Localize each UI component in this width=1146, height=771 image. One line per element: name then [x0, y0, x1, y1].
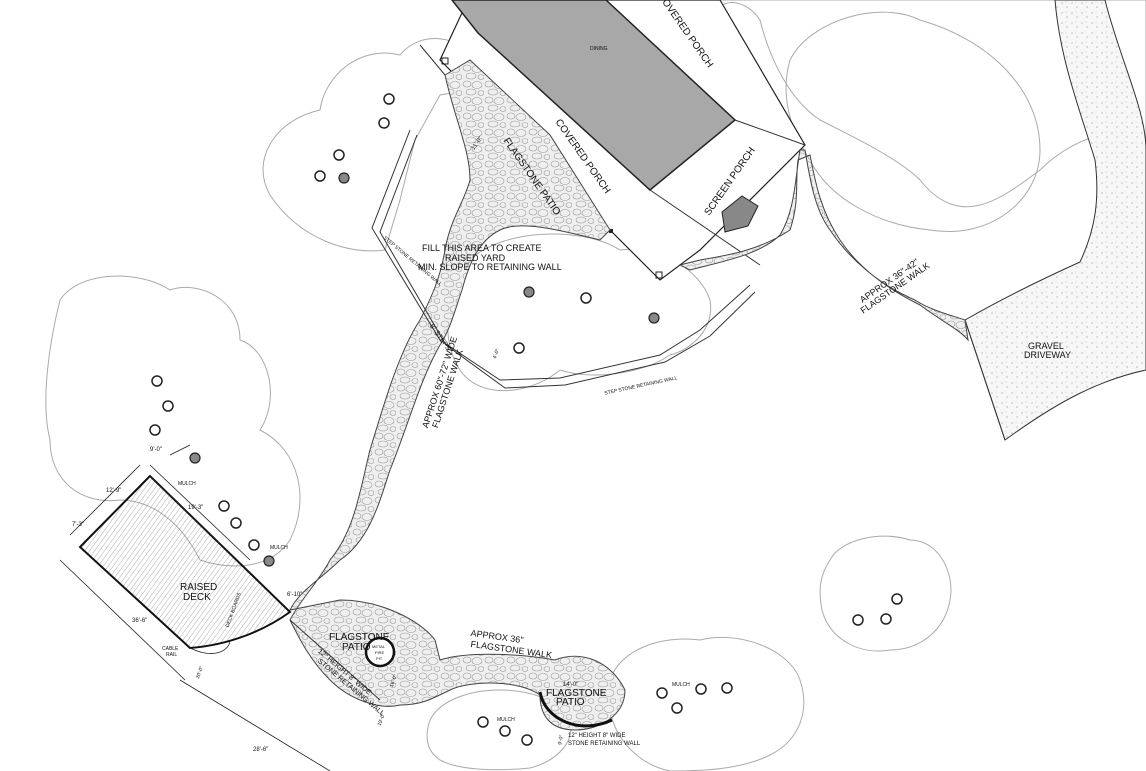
label-dim-6-10: 6'-10": [287, 592, 302, 598]
label-fire-pit-3: PIT: [376, 656, 383, 661]
label-fill-note-3: MIN. SLOPE TO RETAINING WALL: [418, 262, 562, 272]
label-flagstone-patio-mid-2: PATIO: [342, 642, 371, 653]
label-flagstone-patio-small-2: PATIO: [556, 697, 585, 708]
label-fill-note-2: RAISED YARD: [445, 253, 506, 263]
label-cable-rail-2: RAIL: [166, 652, 177, 658]
label-dim-28-6: 28'-6": [253, 747, 268, 753]
label-wall-right-2: STONE RETAINING WALL: [568, 741, 641, 747]
label-cable-rail-1: CABLE: [162, 646, 179, 652]
label-mulch-1: MULCH: [178, 481, 196, 487]
label-step-stone-wall-right: STEP STONE RETAINING WALL: [604, 375, 678, 396]
label-wall-right-1: 12" HEIGHT 8" WIDE: [568, 733, 626, 739]
gravel-driveway: [964, 0, 1146, 441]
flagstone-paving: [289, 59, 969, 731]
label-gravel-2: DRIVEWAY: [1024, 350, 1071, 360]
label-gravel-1: GRAVEL: [1028, 341, 1064, 351]
label-raised-deck-2: DECK: [183, 592, 211, 603]
label-dim-4-0: 4'-0": [492, 348, 501, 360]
label-raised-deck-1: RAISED: [180, 582, 217, 593]
retaining-walls: [289, 44, 756, 728]
label-fire-pit-2: FIRE: [375, 650, 384, 655]
label-flagstone-patio-small-1: FLAGSTONE: [546, 688, 607, 699]
label-dim-20-0: 20'-0": [195, 665, 205, 679]
fire-pit: [364, 636, 396, 668]
dining-room: [451, 0, 737, 191]
label-dim-19-0: 19'-0": [377, 712, 387, 726]
label-fill-note-1: FILL THIS AREA TO CREATE: [422, 243, 542, 253]
label-flagstone-patio-mid-1: FLAGSTONE: [329, 632, 390, 643]
label-dim-12-9: 12'-9": [106, 488, 121, 494]
label-dining: DINING: [590, 46, 608, 52]
raised-deck: [59, 444, 331, 771]
label-mulch-4: MULCH: [497, 717, 515, 723]
shrubs: [149, 93, 903, 746]
label-mulch-2: MULCH: [270, 545, 288, 551]
label-dim-14-0: 14'-0": [563, 682, 578, 688]
tree-canopies: [45, 0, 1146, 771]
label-fire-pit-1: METAL: [372, 644, 386, 649]
label-dim-16-0: 16'-0": [389, 674, 399, 688]
label-mulch-3: MULCH: [672, 682, 690, 688]
label-dim-9-0b: 9'-0": [557, 734, 565, 745]
label-dim-7-3: 7'-3": [72, 522, 84, 528]
label-dim-9-0: 9'-0": [150, 447, 162, 453]
label-dim-19-3: 19'-3": [188, 505, 203, 511]
label-dim-36-6: 36'-6": [132, 618, 147, 624]
grill-icon: [721, 195, 759, 233]
